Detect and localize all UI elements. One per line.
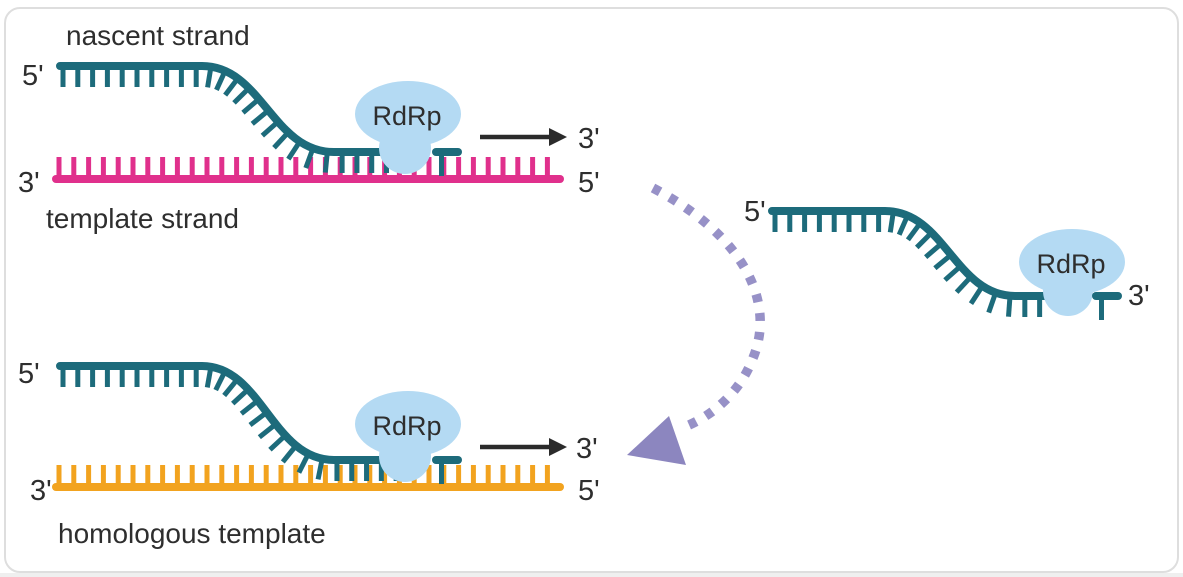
nascent-strand-backbone [56,362,416,464]
nascent-strand-backbone [56,62,416,156]
rdrp-label: RdRp [1036,249,1105,279]
arrow-3prime-label: 3' [578,123,600,155]
homologous-template-label: homologous template [58,518,326,549]
rdrp-label: RdRp [372,411,441,441]
template-5prime-label: 5' [578,475,600,507]
base-pair-ticks [60,66,404,173]
rdrp-enzyme: RdRp [355,391,461,482]
arrow-3prime-label: 3' [576,433,598,465]
extension-arrow [480,438,567,456]
page-bottom-strip [0,573,1183,577]
extension-arrowhead-icon [549,438,567,456]
nascent-strand-label: nascent strand [66,20,250,51]
template-switch-arrow-path [650,183,765,430]
template-switch-arrow [627,183,765,465]
template-switch-arrowhead-icon [627,416,686,465]
template-3prime-label: 3' [18,167,40,199]
nascent-3prime-stub [432,148,462,176]
rdrp-enzyme: RdRp [1019,229,1125,316]
nascent-5prime-label: 5' [22,60,44,92]
base-pair-ticks [772,211,1043,317]
rdrp-enzyme: RdRp [355,81,461,174]
panel-right: RdRp 5' 3' [744,196,1150,320]
rdrp-label: RdRp [372,101,441,131]
extension-arrow [480,128,567,146]
template-3prime-label: 3' [30,475,52,507]
template-strand-label: template strand [46,203,239,234]
panel-top: RdRp nascent strand 5' 3' 3' 5' template… [18,20,600,234]
template-5prime-label: 5' [578,167,600,199]
nascent-5prime-label: 5' [744,196,766,228]
nascent-3prime-label: 3' [1128,280,1150,312]
nascent-3prime-stub [432,456,462,484]
extension-arrowhead-icon [549,128,567,146]
nascent-strand-backbone [768,207,1059,300]
nascent-5prime-label: 5' [18,358,40,390]
nascent-3prime-stub [1092,292,1122,320]
panel-bottom: RdRp 5' 3' 3' 5' homologous template [18,358,600,549]
